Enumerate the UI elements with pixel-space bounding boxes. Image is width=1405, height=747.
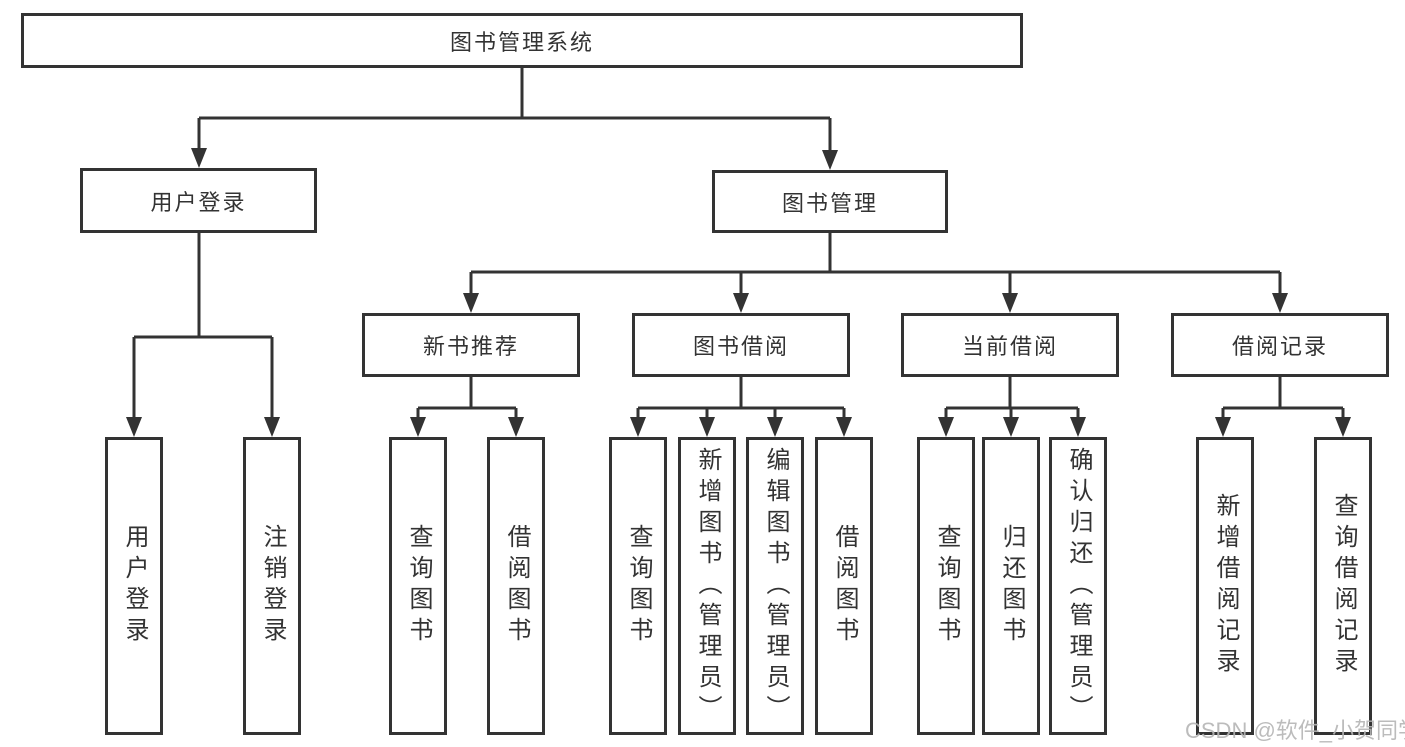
node-user-login: 用户登录 bbox=[80, 168, 317, 233]
leaf-label: 借阅图书 bbox=[503, 524, 529, 648]
leaf-confirm-return-admin: 确认归还（管理员） bbox=[1049, 437, 1107, 735]
leaf-query-books-borrowing: 查询图书 bbox=[609, 437, 667, 735]
leaf-label: 查询借阅记录 bbox=[1330, 493, 1356, 679]
leaf-label: 查询图书 bbox=[933, 524, 959, 648]
node-borrowing-records: 借阅记录 bbox=[1171, 313, 1389, 377]
leaf-return-books: 归还图书 bbox=[982, 437, 1040, 735]
leaf-label: 用户登录 bbox=[121, 524, 147, 648]
leaf-logout: 注销登录 bbox=[243, 437, 301, 735]
leaf-label: 新增借阅记录 bbox=[1212, 493, 1238, 679]
leaf-label: 查询图书 bbox=[625, 524, 651, 648]
leaf-add-borrow-record: 新增借阅记录 bbox=[1196, 437, 1254, 735]
node-label: 当前借阅 bbox=[961, 334, 1058, 359]
leaf-query-books-recommend: 查询图书 bbox=[389, 437, 447, 735]
node-label: 借阅记录 bbox=[1231, 334, 1328, 359]
node-library-management-system: 图书管理系统 bbox=[21, 13, 1023, 68]
node-book-management: 图书管理 bbox=[712, 170, 948, 233]
root-label: 图书管理系统 bbox=[449, 29, 594, 55]
leaf-label: 借阅图书 bbox=[831, 524, 857, 648]
leaf-borrow-books: 借阅图书 bbox=[815, 437, 873, 735]
node-current-borrowing: 当前借阅 bbox=[901, 313, 1119, 377]
node-new-book-recommend: 新书推荐 bbox=[362, 313, 580, 377]
leaf-label: 归还图书 bbox=[998, 524, 1024, 648]
leaf-query-books-current: 查询图书 bbox=[917, 437, 975, 735]
node-label: 新书推荐 bbox=[422, 334, 519, 359]
csdn-watermark: CSDN @软件_小贺同学 bbox=[1185, 718, 1405, 743]
node-label: 图书借阅 bbox=[692, 334, 789, 359]
node-label: 图书管理 bbox=[781, 190, 878, 216]
leaf-label: 新增图书（管理员） bbox=[694, 446, 720, 726]
leaf-label: 编辑图书（管理员） bbox=[762, 446, 788, 726]
leaf-edit-books-admin: 编辑图书（管理员） bbox=[746, 437, 804, 735]
leaf-label: 注销登录 bbox=[259, 524, 285, 648]
leaf-query-borrow-record: 查询借阅记录 bbox=[1314, 437, 1372, 735]
leaf-borrow-books-recommend: 借阅图书 bbox=[487, 437, 545, 735]
leaf-user-login: 用户登录 bbox=[105, 437, 163, 735]
node-label: 用户登录 bbox=[150, 189, 247, 215]
leaf-label: 查询图书 bbox=[405, 524, 431, 648]
leaf-add-books-admin: 新增图书（管理员） bbox=[678, 437, 736, 735]
node-book-borrowing: 图书借阅 bbox=[632, 313, 850, 377]
leaf-label: 确认归还（管理员） bbox=[1065, 446, 1091, 726]
